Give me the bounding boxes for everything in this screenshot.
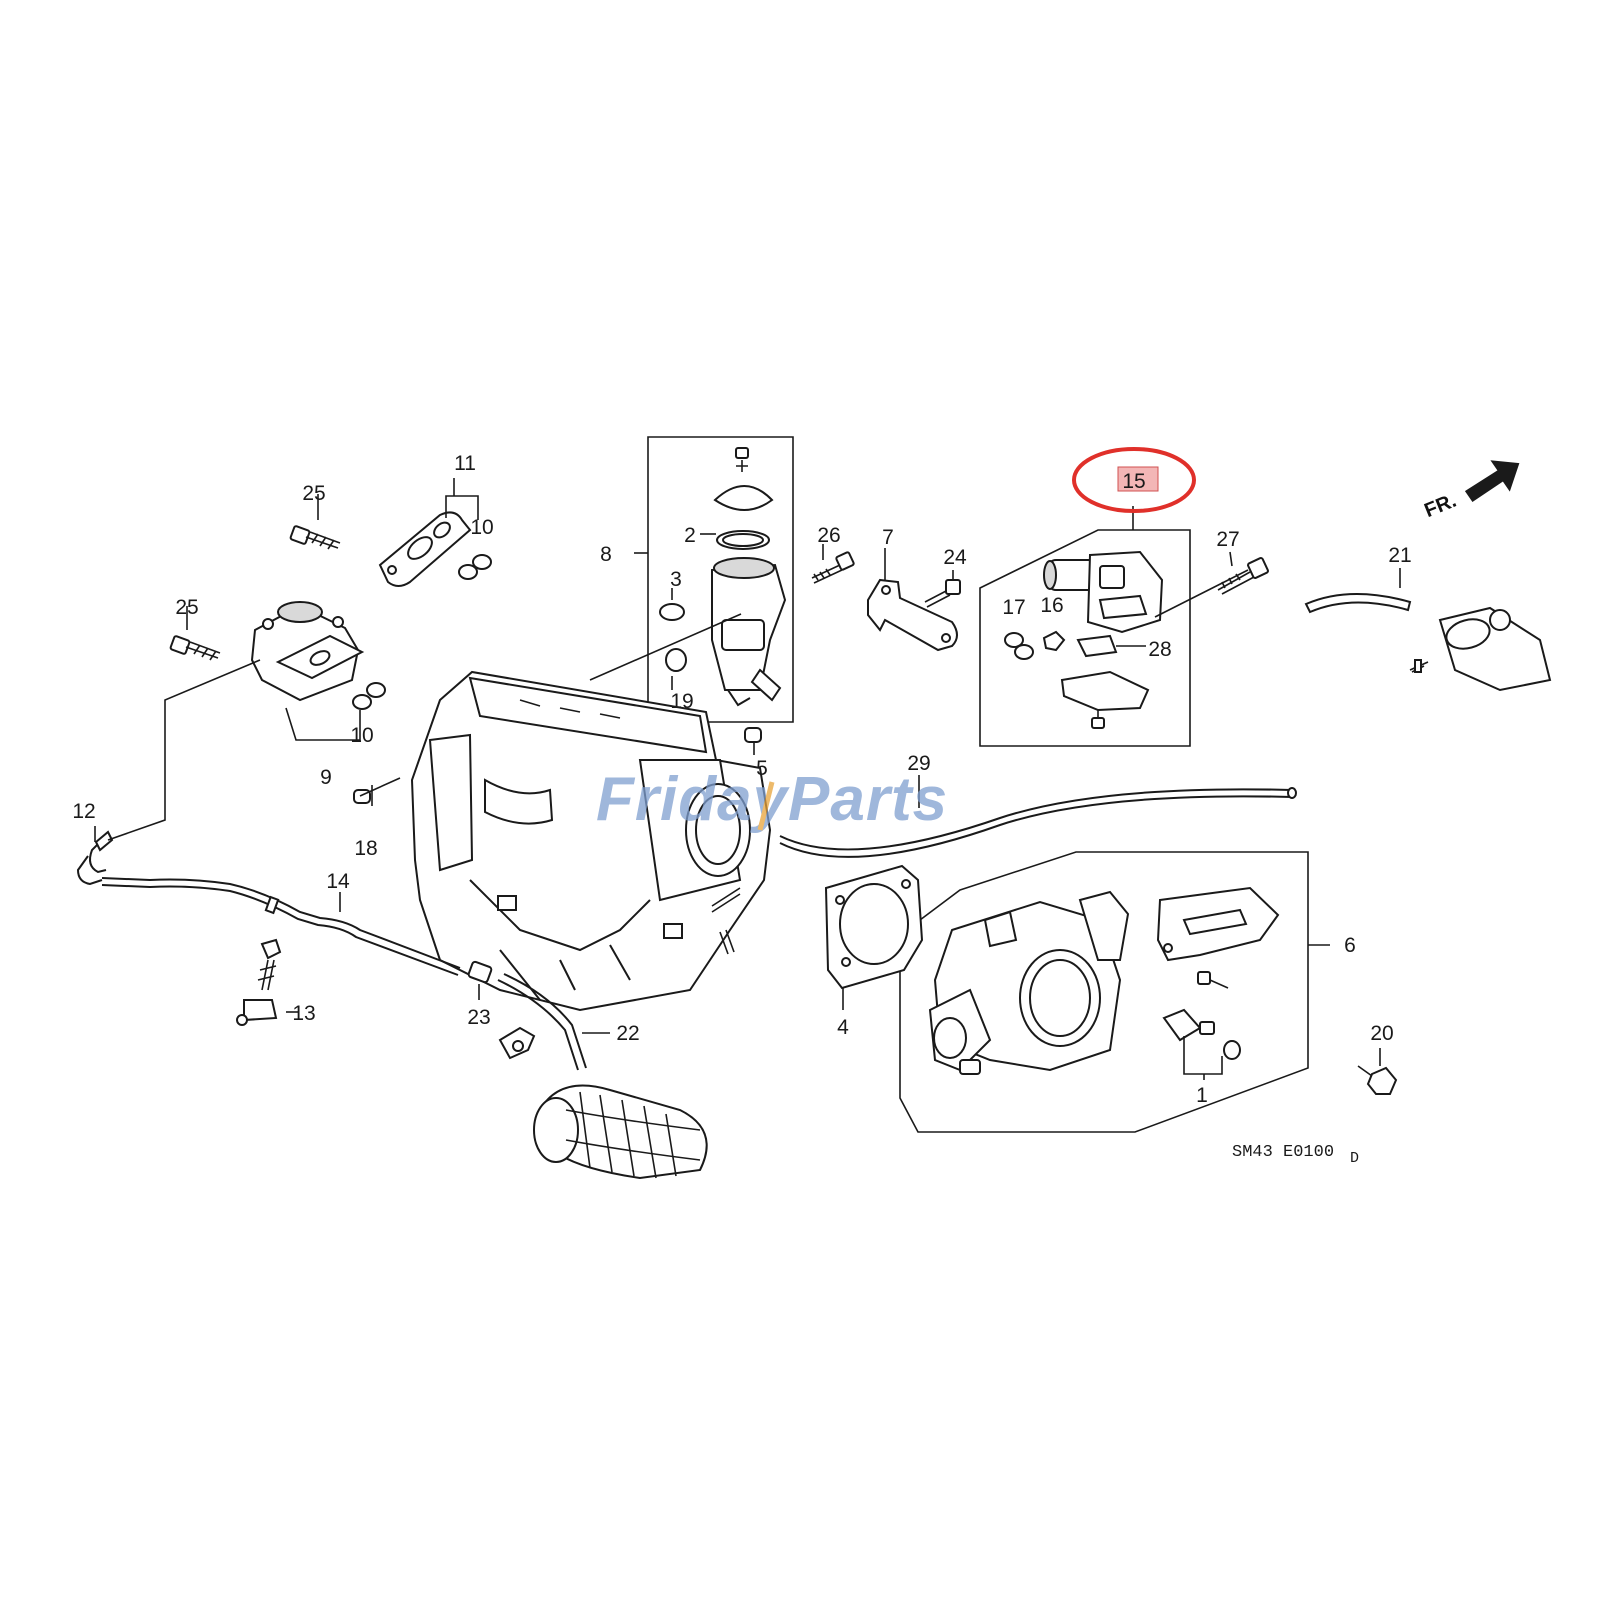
screw-icon: [1197, 971, 1229, 989]
bracket-icon: [867, 578, 958, 652]
throttle-body-icon: [928, 890, 1130, 1075]
bracket-icon: [1156, 886, 1280, 962]
o-ring-icon: [352, 682, 386, 710]
solenoid-valve-icon: [1043, 550, 1164, 634]
part-shapes: [76, 447, 1552, 1180]
intake-duct-icon: [533, 1084, 708, 1180]
part-label-18: 18: [354, 837, 377, 860]
part-label-7: 7: [882, 526, 894, 549]
part-label-9: 9: [320, 766, 332, 789]
part-labels: 1 2 3 4 5 6 7 8 9 10 10 11 12 13 14 15 1…: [72, 452, 1411, 1107]
hose-icon: [1304, 592, 1412, 614]
gasket-icon: [824, 864, 924, 990]
part-label-10-lower: 10: [350, 724, 373, 747]
nut-icon: [1357, 1065, 1398, 1095]
group-outlines: [647, 436, 1309, 1133]
connector-icon: [467, 960, 493, 984]
watermark-accent: [757, 781, 775, 831]
part-label-14: 14: [326, 870, 350, 893]
part-label-11: 11: [454, 452, 476, 475]
part-label-20: 20: [1370, 1022, 1393, 1045]
part-label-23: 23: [467, 1006, 490, 1029]
watermark-text-friday: Friday: [596, 765, 791, 834]
bolt-icon: [289, 525, 341, 550]
leader-lines: [94, 478, 1401, 1080]
part-label-4: 4: [837, 1016, 849, 1039]
sensor-icon: [236, 938, 282, 1026]
bolt-icon: [924, 579, 961, 608]
bolt-icon: [811, 551, 855, 584]
part-label-6: 6: [1344, 934, 1356, 957]
sensor-icon: [1162, 1008, 1241, 1060]
small-parts-icon: [1004, 630, 1150, 729]
highlight-marker: [1072, 447, 1196, 513]
clamp-icon: [498, 1026, 536, 1060]
hose-icon: [779, 787, 1297, 858]
part-label-22: 22: [616, 1022, 639, 1045]
part-label-26: 26: [817, 524, 840, 547]
watermark-text-parts: Parts: [788, 765, 948, 834]
front-arrow-icon: [1464, 460, 1520, 502]
part-label-5: 5: [756, 757, 768, 780]
part-label-15: 15: [1122, 470, 1145, 493]
pressure-regulator-icon: [1409, 606, 1552, 692]
bolt-icon: [1217, 557, 1269, 595]
bolt-icon: [169, 635, 221, 661]
part-label-12: 12: [72, 800, 95, 823]
part-label-28: 28: [1148, 638, 1171, 661]
diagram-code-suffix: D: [1350, 1150, 1359, 1167]
part-label-3: 3: [670, 568, 682, 591]
front-indicator-label: FR.: [1421, 490, 1459, 522]
idle-air-valve-icon: [659, 447, 787, 707]
part-label-17: 17: [1002, 596, 1025, 619]
pipe-icon: [101, 877, 461, 976]
gasket-plate-icon: [378, 511, 472, 587]
hose-icon: [497, 973, 587, 1071]
valve-body-icon: [250, 601, 365, 702]
part-label-29: 29: [907, 752, 930, 775]
part-label-19: 19: [670, 690, 693, 713]
diagram-code: SM43 E0100: [1232, 1143, 1334, 1162]
part-label-24: 24: [943, 546, 967, 569]
group-box-15: [979, 529, 1191, 747]
part-label-25-upper: 25: [302, 482, 325, 505]
group-box-6: [899, 851, 1309, 1133]
hose-icon: [76, 830, 114, 886]
watermark: Friday Parts: [596, 765, 948, 834]
part-label-10-upper: 10: [470, 516, 493, 539]
part-label-25-lower: 25: [175, 596, 198, 619]
part-label-8: 8: [600, 543, 612, 566]
part-label-27: 27: [1216, 528, 1239, 551]
part-label-13: 13: [292, 1002, 315, 1025]
intake-manifold-icon: [410, 670, 772, 1012]
part-label-16: 16: [1040, 594, 1063, 617]
cap-icon: [744, 727, 762, 743]
part-label-1: 1: [1196, 1084, 1208, 1107]
part-label-2: 2: [684, 524, 696, 547]
group-box-8: [647, 436, 794, 723]
o-ring-icon: [458, 554, 492, 580]
part-label-21: 21: [1388, 544, 1411, 567]
